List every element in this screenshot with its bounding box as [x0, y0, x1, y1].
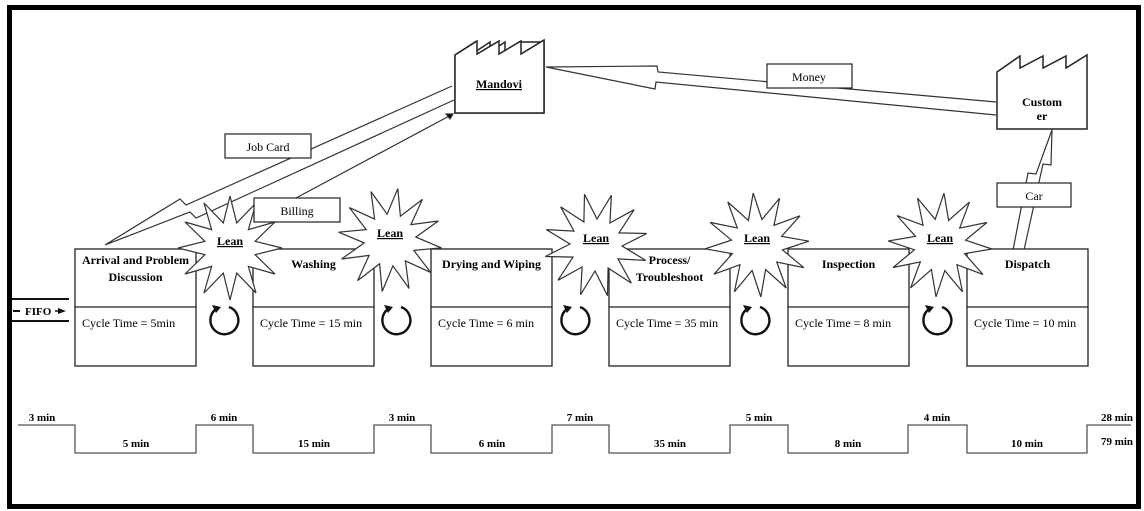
timeline-processing-time: 6 min [479, 438, 506, 450]
customer-label-line2: er [1037, 109, 1048, 123]
process-cycle-time: Cycle Time = 6 min [438, 316, 534, 330]
process-name: Dispatch [1005, 257, 1051, 271]
supplier-label: Mandovi [476, 77, 523, 91]
timeline-processing-time: 8 min [835, 438, 862, 450]
billing-label: Billing [280, 204, 313, 218]
total-waiting-time: 28 min [1101, 412, 1133, 424]
process-name: Inspection [822, 257, 876, 271]
timeline-ladder: 3 min 6 min 3 min 7 min 5 min 4 min 5 min 15 mi… [18, 412, 1133, 454]
money-label-box: Money [766, 63, 853, 89]
job-card-label-box: Job Card [224, 133, 312, 159]
process-cycle-time: Cycle Time = 35 min [616, 316, 718, 330]
timeline-processing-time: 35 min [654, 438, 686, 450]
process-name: Arrival and Problem [82, 253, 189, 267]
cycle-arrow-icon [560, 305, 591, 336]
kaizen-burst-icon: Lean [888, 193, 992, 297]
cycle-arrow-icon [381, 305, 412, 336]
fifo-label: FIFO [25, 306, 52, 318]
process-name-line2: Troubleshoot [636, 270, 704, 284]
kaizen-burst-icon: Lean [704, 192, 810, 298]
customer-factory-icon [996, 53, 1088, 130]
kaizen-label: Lean [744, 231, 770, 245]
billing-label-box: Billing [253, 197, 341, 223]
kaizen-label: Lean [217, 234, 243, 248]
timeline-waiting-time: 3 min [29, 412, 56, 424]
process-cycle-time: Cycle Time = 10 min [974, 316, 1076, 330]
process-cycle-time: Cycle Time = 15 min [260, 316, 362, 330]
process-cycle-time: Cycle Time = 8 min [795, 316, 891, 330]
cycle-arrow-icon [740, 305, 771, 336]
cycle-arrow-icon [922, 305, 953, 336]
car-flow-arrow [1012, 129, 1053, 251]
kaizen-label: Lean [583, 231, 609, 245]
timeline-waiting-time: 4 min [924, 412, 951, 424]
total-processing-time: 79 min [1101, 436, 1133, 448]
timeline-processing-time: 15 min [298, 438, 330, 450]
supplier-factory-icon [454, 38, 545, 114]
money-flow-arrow [545, 65, 997, 116]
process-name-line2: Discussion [108, 270, 162, 284]
process-name: Process/ [649, 253, 691, 267]
customer-label-line1: Custom [1022, 95, 1062, 109]
process-cycle-time: Cycle Time = 5min [82, 316, 175, 330]
kaizen-label: Lean [377, 226, 403, 240]
timeline-waiting-time: 3 min [389, 412, 416, 424]
money-label: Money [792, 70, 826, 84]
timeline-line [18, 424, 1131, 454]
timeline-processing-time: 10 min [1011, 438, 1043, 450]
kaizen-label: Lean [927, 231, 953, 245]
fifo-arrow-icon [58, 308, 66, 314]
process-name: Washing [291, 257, 336, 271]
billing-flow-arrow [295, 113, 455, 199]
cycle-arrow-icon [209, 305, 240, 336]
timeline-processing-time: 5 min [123, 438, 150, 450]
process-name: Drying and Wiping [442, 257, 541, 271]
job-card-label: Job Card [247, 140, 290, 154]
job-card-flow-arrow [104, 85, 455, 246]
timeline-waiting-time: 6 min [211, 412, 238, 424]
kaizen-burst-icon: Lean [545, 194, 647, 296]
kaizen-burst-icon: Lean [338, 188, 442, 292]
timeline-waiting-time: 5 min [746, 412, 773, 424]
timeline-waiting-time: 7 min [567, 412, 594, 424]
car-label-box: Car [996, 182, 1072, 208]
car-label: Car [1025, 189, 1042, 203]
fifo-indicator: FIFO [12, 298, 69, 322]
